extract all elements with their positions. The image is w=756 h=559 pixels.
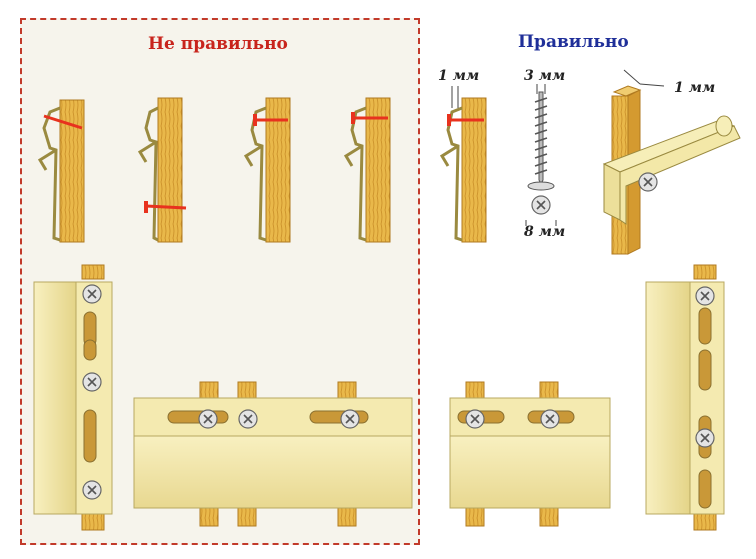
screw-shank-label: 3 мм <box>524 68 566 84</box>
screw-diagram <box>525 84 557 226</box>
correct-title: Правильно <box>518 32 629 52</box>
vertical-panel-correct <box>645 264 725 531</box>
profile-wrong-1 <box>37 99 85 243</box>
incorrect-title: Не правильно <box>148 34 288 54</box>
vertical-panel-wrong <box>33 264 113 531</box>
screw-head-label: 8 мм <box>524 224 566 240</box>
profile-correct <box>439 86 487 243</box>
profile-wrong-2 <box>137 97 187 243</box>
profile-wrong-4 <box>343 97 391 243</box>
gap-rail-label: 1 мм <box>438 68 480 84</box>
mounting-detail-3d <box>602 69 741 255</box>
horizontal-panel-correct <box>449 381 611 527</box>
horizontal-panel-wrong <box>133 381 413 527</box>
gap-board-label: 1 мм <box>674 80 716 96</box>
profile-wrong-3 <box>243 97 291 243</box>
